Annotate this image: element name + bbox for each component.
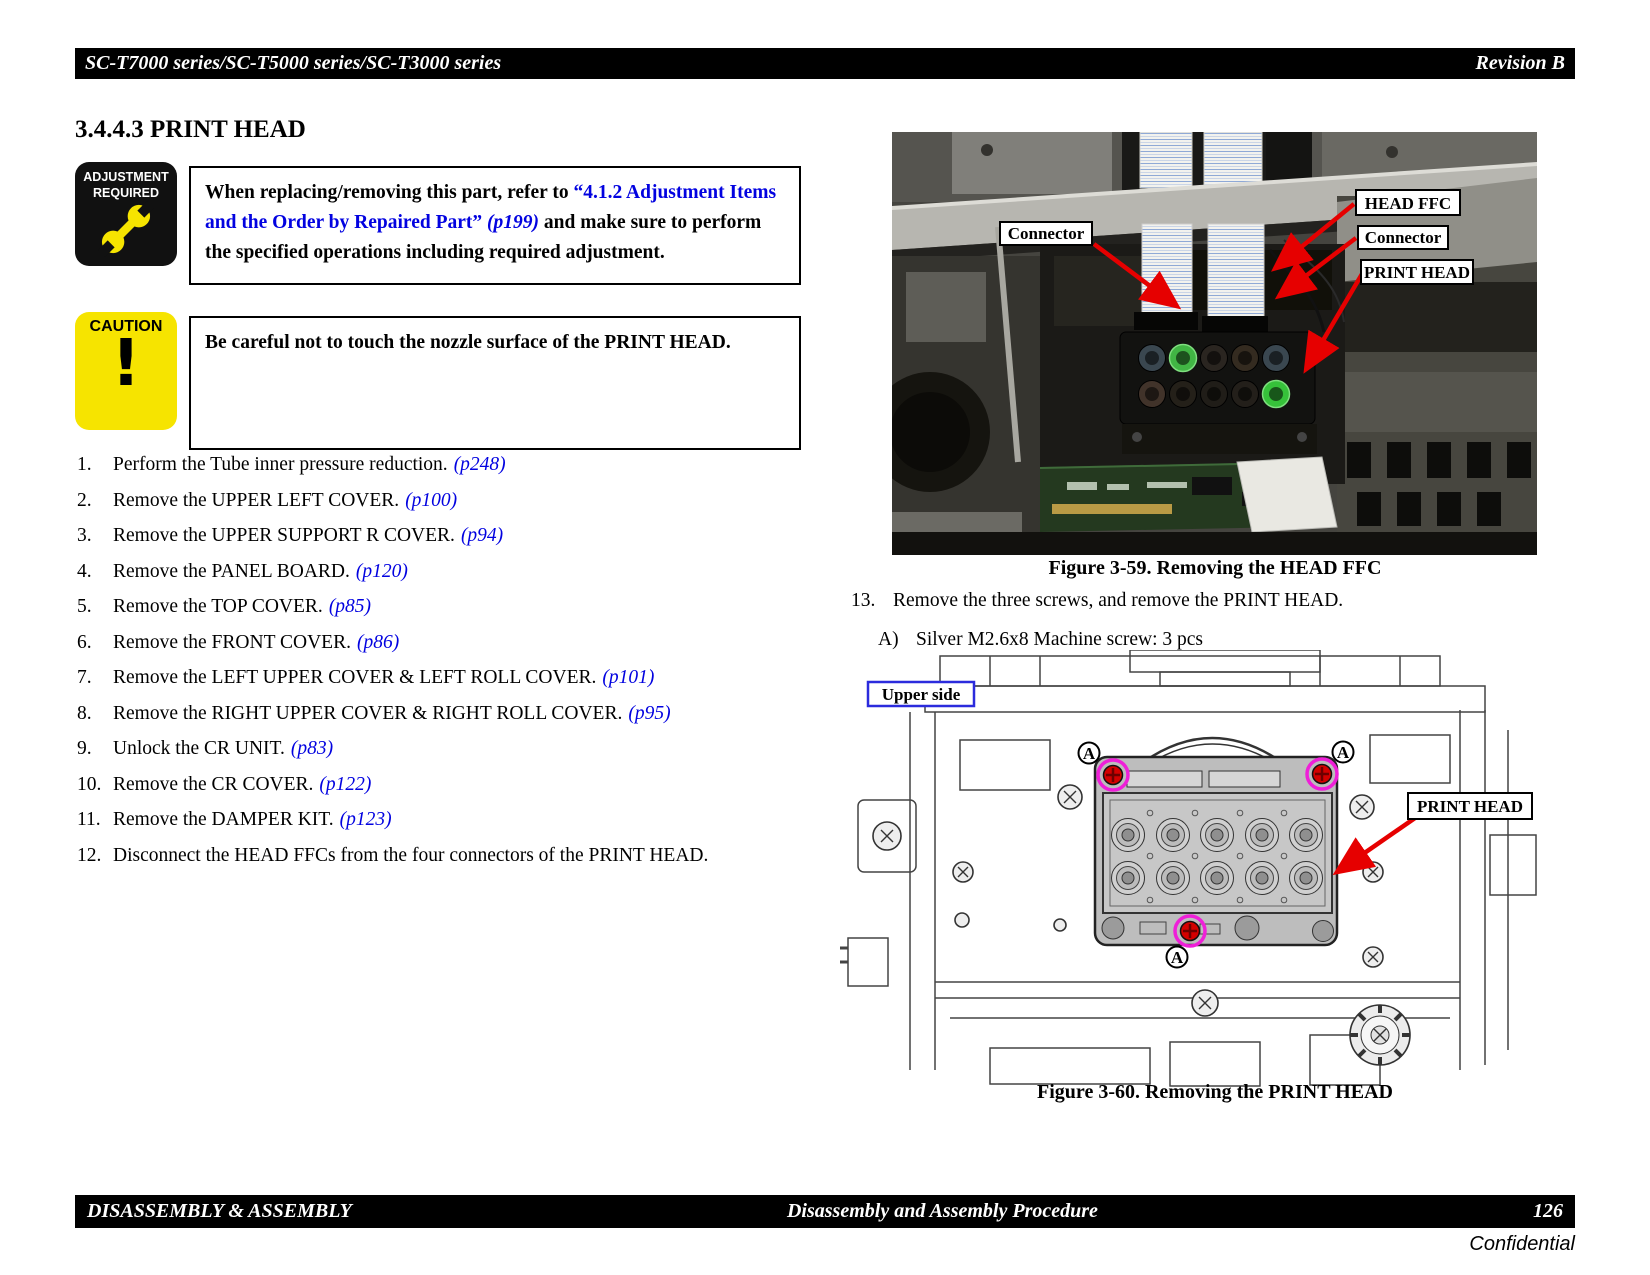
figure-3-60-drawing: A A A Upper side PRINT HEAD (840, 650, 1540, 1090)
adjustment-required-badge: ADJUSTMENT REQUIRED (75, 162, 177, 266)
page-reference-link[interactable]: (p123) (339, 809, 392, 830)
adjustment-text: When replacing/removing this part, refer… (205, 182, 574, 203)
upper-side-label: Upper side (882, 685, 961, 704)
page-reference-link[interactable]: (p83) (290, 738, 334, 759)
step-13-number: 13. (851, 590, 876, 611)
connector-right-label: Connector (1365, 228, 1442, 247)
step-13-text: Remove the three screws, and remove the … (893, 590, 1344, 611)
list-item: 9.Unlock the CR UNIT.(p83) (77, 738, 334, 759)
figure-3-59-caption: Figure 3-59. Removing the HEAD FFC (1048, 557, 1382, 579)
page-reference-link[interactable]: (p86) (356, 631, 400, 653)
svg-text:A: A (1171, 948, 1184, 967)
photo-callout-arrows (1092, 202, 1364, 374)
adjustment-note-box: When replacing/removing this part, refer… (189, 166, 801, 285)
section-heading: 3.4.4.3 PRINT HEAD (75, 116, 306, 143)
header-title: SC-T7000 series/SC-T5000 series/SC-T3000… (85, 52, 502, 74)
caution-badge: CAUTION ! (75, 312, 177, 430)
adjustment-text-suffix: and make sure to perform the specified o… (205, 212, 762, 264)
list-item: 6.Remove the FRONT COVER.(p86) (77, 631, 400, 653)
screw-a-badges: A A A (1077, 740, 1355, 969)
page-reference-link[interactable]: (p122) (319, 773, 372, 795)
header-revision: Revision B (1475, 52, 1565, 74)
footer-section: DISASSEMBLY & ASSEMBLY (87, 1200, 352, 1222)
head-ffc-label: HEAD FFC (1365, 194, 1451, 213)
page-reference-link[interactable]: (p248) (453, 454, 506, 475)
step-13: 13. Remove the three screws, and remove … (851, 590, 1551, 612)
svg-text:A: A (1083, 744, 1096, 763)
exclamation-icon: ! (111, 327, 141, 401)
gear-wheel (1349, 1004, 1411, 1066)
screw-a-markers (1096, 757, 1339, 948)
page-reference-link[interactable]: (p120) (355, 560, 408, 582)
adjustment-badge-line1: ADJUSTMENT (83, 170, 169, 184)
step-13a: A) Silver M2.6x8 Machine screw: 3 pcs (878, 629, 1478, 651)
list-item: 3.Remove the UPPER SUPPORT R COVER.(p94) (77, 525, 504, 546)
adjustment-badge-line2: REQUIRED (93, 185, 159, 200)
caution-badge-label: CAUTION (89, 318, 163, 335)
adjustment-link[interactable]: “4.1.2 Adjustment Items and the Order by… (205, 182, 777, 234)
list-item: 4.Remove the PANEL BOARD.(p120) (77, 560, 408, 582)
list-item: 8.Remove the RIGHT UPPER COVER & RIGHT R… (77, 702, 671, 724)
footer-page-number: 126 (1533, 1200, 1563, 1222)
page-header-bar: SC-T7000 series/SC-T5000 series/SC-T3000… (75, 48, 1575, 79)
adjustment-link-page[interactable]: (p199) (482, 212, 540, 234)
confidential-mark: Confidential (1469, 1233, 1575, 1255)
figure-3-59-photo: Connector HEAD FFC Connector PRINT HEAD (892, 132, 1537, 555)
page-reference-link[interactable]: (p85) (328, 596, 372, 617)
caution-text: Be careful not to touch the nozzle surfa… (205, 332, 731, 353)
page-footer-bar: DISASSEMBLY & ASSEMBLY Disassembly and A… (75, 1195, 1575, 1228)
svg-text:A: A (1337, 743, 1350, 762)
list-item: 11.Remove the DAMPER KIT.(p123) (77, 809, 392, 830)
list-item: 2.Remove the UPPER LEFT COVER.(p100) (77, 489, 458, 511)
list-item: 7.Remove the LEFT UPPER COVER & LEFT ROL… (77, 667, 655, 688)
page-reference-link[interactable]: (p100) (405, 489, 458, 511)
step-13a-text: Silver M2.6x8 Machine screw: 3 pcs (916, 629, 1204, 650)
list-item: 10.Remove the CR COVER.(p122) (77, 773, 372, 795)
page-reference-link[interactable]: (p95) (628, 702, 671, 724)
print-head-label: PRINT HEAD (1364, 263, 1470, 282)
figure-3-60-caption: Figure 3-60. Removing the PRINT HEAD (1037, 1081, 1393, 1103)
list-item: 12.Disconnect the HEAD FFCs from the fou… (77, 844, 709, 866)
steps-list: 1.Perform the Tube inner pressure reduct… (77, 453, 777, 879)
print-head-drawing-label: PRINT HEAD (1417, 797, 1523, 816)
wrench-icon (98, 201, 154, 258)
list-item: 5.Remove the TOP COVER.(p85) (77, 596, 372, 617)
page-reference-link[interactable]: (p94) (460, 525, 504, 546)
caution-note-box: Be careful not to touch the nozzle surfa… (189, 316, 801, 450)
step-13a-letter: A) (878, 629, 899, 650)
connector-left-label: Connector (1008, 224, 1085, 243)
list-item: 1.Perform the Tube inner pressure reduct… (77, 454, 506, 475)
page-reference-link[interactable]: (p101) (602, 667, 655, 688)
footer-chapter: Disassembly and Assembly Procedure (786, 1200, 1098, 1222)
